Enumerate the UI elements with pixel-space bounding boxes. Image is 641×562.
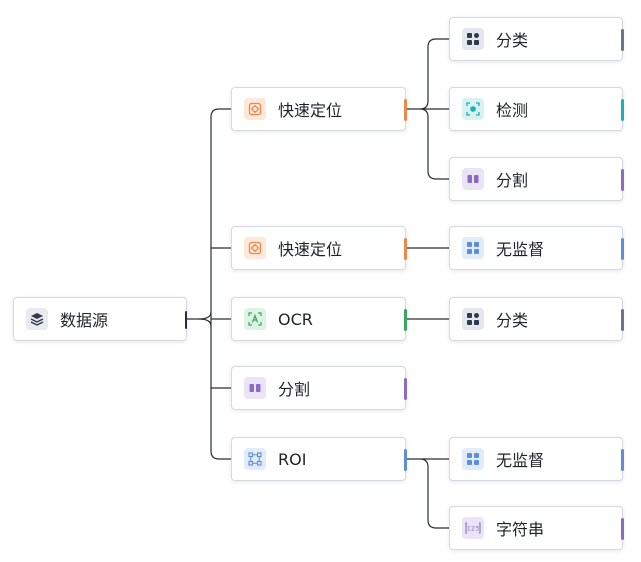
edge-roi-children: [405, 458, 450, 529]
crosshair-icon: [244, 98, 266, 120]
l2-tab[interactable]: [621, 238, 624, 260]
l2-node-unsupervised-1[interactable]: 无监督: [449, 226, 624, 270]
l1-node-ocr[interactable]: OCR: [231, 297, 407, 341]
l2-label: 分类: [496, 311, 529, 330]
l1-tab[interactable]: [404, 238, 407, 260]
crosshair-icon: [244, 237, 266, 259]
split-icon: [244, 377, 266, 399]
l2-label: 无监督: [496, 240, 545, 259]
l1-node-segment[interactable]: 分割: [231, 366, 407, 410]
grid-icon: [462, 308, 484, 330]
svg-text:123: 123: [467, 525, 479, 533]
edge-root-trunk: [210, 108, 232, 460]
text-scan-icon: [244, 308, 266, 330]
l2-tab[interactable]: [621, 449, 624, 471]
edge-kd1-children: [405, 38, 450, 180]
l2-node-classify-2[interactable]: 分类: [449, 297, 624, 341]
l2-label: 无监督: [496, 451, 545, 470]
l2-label: 检测: [496, 101, 529, 120]
l2-node-classify-1[interactable]: 分类: [449, 17, 624, 61]
l2-tab[interactable]: [621, 169, 624, 191]
l1-tab[interactable]: [404, 378, 407, 400]
grid-icon: [462, 237, 484, 259]
grid-icon: [462, 448, 484, 470]
l1-tab[interactable]: [404, 99, 407, 121]
split-icon: [462, 168, 484, 190]
number-string-icon: 123: [462, 517, 484, 539]
l2-node-string[interactable]: 123 字符串: [449, 506, 624, 550]
root-node-data-source[interactable]: 数据源: [13, 297, 187, 341]
edge-root-branch: [198, 311, 212, 327]
l2-node-unsupervised-2[interactable]: 无监督: [449, 437, 624, 481]
l2-label: 分割: [496, 171, 529, 190]
l2-node-detect[interactable]: 检测: [449, 87, 624, 131]
l2-label: 字符串: [496, 520, 545, 539]
l2-tab[interactable]: [621, 29, 624, 51]
l2-tab[interactable]: [621, 99, 624, 121]
l1-label: OCR: [278, 309, 313, 329]
l2-tab[interactable]: [621, 309, 624, 331]
roi-icon: [244, 448, 266, 470]
grid-icon: [462, 28, 484, 50]
l1-tab[interactable]: [404, 449, 407, 471]
l1-label: 分割: [278, 380, 311, 399]
detect-icon: [462, 98, 484, 120]
l1-tab[interactable]: [404, 309, 407, 331]
l1-node-quick-locate-2[interactable]: 快速定位: [231, 226, 407, 270]
l1-label: ROI: [278, 449, 307, 469]
root-label: 数据源: [60, 311, 109, 330]
l1-node-quick-locate-1[interactable]: 快速定位: [231, 87, 407, 131]
l2-node-segment[interactable]: 分割: [449, 157, 624, 201]
l1-node-roi[interactable]: ROI: [231, 437, 407, 481]
l1-label: 快速定位: [278, 240, 343, 259]
root-collapse-handle[interactable]: [185, 311, 187, 329]
l1-label: 快速定位: [278, 101, 343, 120]
l2-label: 分类: [496, 31, 529, 50]
layers-icon: [26, 308, 48, 330]
l2-tab[interactable]: [621, 518, 624, 540]
